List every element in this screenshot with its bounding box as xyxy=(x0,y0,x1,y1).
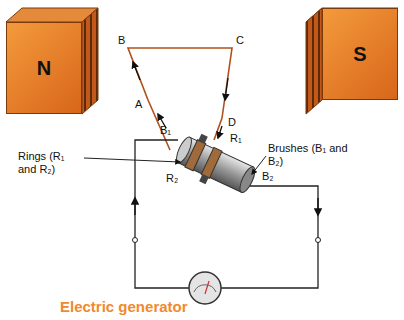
corner-letter: C xyxy=(236,34,244,47)
magnet-pole: S xyxy=(322,8,398,100)
magnet-pole: N xyxy=(6,22,82,114)
ring-label: R₂ xyxy=(166,172,178,185)
brushes-callout: Brushes (B₁ and B₂) xyxy=(268,142,364,167)
figure-caption: Electric generator xyxy=(60,298,188,315)
corner-letter: A xyxy=(135,98,142,111)
ring-label: R₁ xyxy=(230,132,242,145)
rings-callout: Rings (R₁ and R₂) xyxy=(18,150,84,175)
brush-label: B₁ xyxy=(160,124,171,137)
pole-letter: N xyxy=(37,57,51,80)
brush-label: B₂ xyxy=(262,170,274,183)
corner-letter: B xyxy=(118,34,125,47)
corner-letter: D xyxy=(228,116,236,129)
pole-letter: S xyxy=(353,43,366,66)
